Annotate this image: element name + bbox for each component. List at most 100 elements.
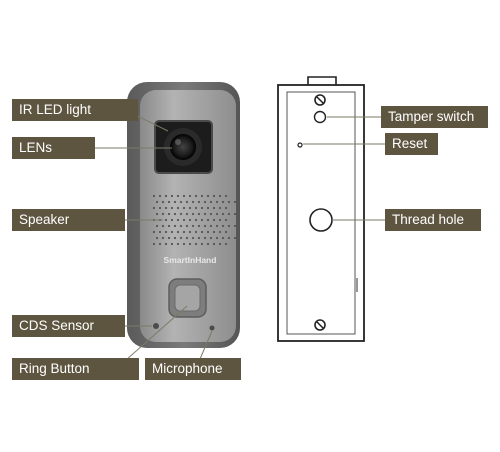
speaker-hole — [191, 200, 195, 204]
speaker-hole — [173, 212, 177, 216]
front-unit: SmartInHand — [127, 82, 240, 348]
speaker-hole — [158, 230, 162, 234]
speaker-hole — [224, 194, 228, 198]
speaker-hole — [152, 242, 156, 246]
camera-lens — [170, 134, 196, 160]
speaker-hole — [218, 242, 222, 246]
speaker-hole — [161, 212, 165, 216]
back-plate-tab — [307, 76, 337, 85]
speaker-hole — [194, 206, 198, 210]
speaker-hole — [197, 224, 201, 228]
speaker-hole — [218, 194, 222, 198]
speaker-hole — [179, 224, 183, 228]
label-tamper-switch: Tamper switch — [381, 106, 488, 128]
top-screw-slot — [316, 96, 324, 104]
speaker-hole — [164, 242, 168, 246]
microphone-hole — [209, 325, 215, 331]
speaker-hole — [212, 242, 216, 246]
speaker-hole — [218, 230, 222, 234]
speaker-hole — [209, 236, 213, 240]
speaker-hole — [158, 242, 162, 246]
speaker-hole — [158, 206, 162, 210]
speaker-hole — [197, 236, 201, 240]
speaker-hole — [182, 206, 186, 210]
label-speaker: Speaker — [12, 209, 125, 231]
speaker-hole — [182, 242, 186, 246]
speaker-hole — [203, 236, 207, 240]
speaker-hole — [233, 236, 237, 240]
speaker-grille — [152, 194, 237, 246]
speaker-hole — [209, 224, 213, 228]
speaker-hole — [155, 236, 159, 240]
speaker-hole — [200, 242, 204, 246]
speaker-hole — [224, 230, 228, 234]
speaker-hole — [161, 224, 165, 228]
speaker-hole — [221, 236, 225, 240]
speaker-hole — [233, 212, 237, 216]
speaker-hole — [170, 194, 174, 198]
speaker-hole — [227, 200, 231, 204]
leader-lines — [95, 109, 385, 361]
speaker-hole — [179, 212, 183, 216]
speaker-hole — [158, 194, 162, 198]
speaker-hole — [224, 242, 228, 246]
speaker-hole — [194, 194, 198, 198]
speaker-hole — [170, 242, 174, 246]
speaker-hole — [212, 230, 216, 234]
speaker-hole — [185, 224, 189, 228]
speaker-hole — [227, 236, 231, 240]
speaker-hole — [215, 212, 219, 216]
speaker-hole — [182, 194, 186, 198]
speaker-hole — [209, 212, 213, 216]
speaker-hole — [200, 194, 204, 198]
speaker-hole — [194, 218, 198, 222]
speaker-hole — [227, 224, 231, 228]
speaker-hole — [191, 212, 195, 216]
speaker-hole — [206, 206, 210, 210]
speaker-hole — [227, 212, 231, 216]
speaker-hole — [179, 200, 183, 204]
thread-hole — [309, 208, 333, 232]
speaker-hole — [188, 218, 192, 222]
speaker-hole — [200, 206, 204, 210]
speaker-hole — [188, 242, 192, 246]
back-plate — [277, 76, 365, 342]
lens-glint — [175, 139, 181, 145]
speaker-hole — [188, 230, 192, 234]
speaker-hole — [221, 212, 225, 216]
speaker-hole — [170, 218, 174, 222]
speaker-hole — [155, 224, 159, 228]
speaker-hole — [176, 242, 180, 246]
speaker-hole — [215, 224, 219, 228]
speaker-hole — [179, 236, 183, 240]
speaker-hole — [209, 200, 213, 204]
speaker-hole — [191, 224, 195, 228]
speaker-hole — [161, 236, 165, 240]
speaker-hole — [212, 218, 216, 222]
label-cds-sensor: CDS Sensor — [12, 315, 125, 337]
speaker-hole — [182, 218, 186, 222]
speaker-hole — [176, 194, 180, 198]
speaker-hole — [173, 200, 177, 204]
speaker-hole — [152, 194, 156, 198]
speaker-hole — [167, 236, 171, 240]
speaker-hole — [200, 230, 204, 234]
speaker-hole — [170, 206, 174, 210]
back-plate-inner — [286, 91, 356, 335]
speaker-hole — [188, 206, 192, 210]
speaker-hole — [173, 224, 177, 228]
speaker-hole — [233, 200, 237, 204]
speaker-hole — [197, 200, 201, 204]
label-lens: LENs — [12, 137, 95, 159]
speaker-hole — [188, 194, 192, 198]
speaker-hole — [176, 218, 180, 222]
speaker-hole — [224, 206, 228, 210]
speaker-hole — [206, 242, 210, 246]
label-reset: Reset — [385, 133, 438, 155]
speaker-hole — [161, 200, 165, 204]
label-thread-hole: Thread hole — [385, 209, 481, 231]
speaker-hole — [215, 200, 219, 204]
leader-microphone — [199, 330, 213, 360]
speaker-hole — [200, 218, 204, 222]
